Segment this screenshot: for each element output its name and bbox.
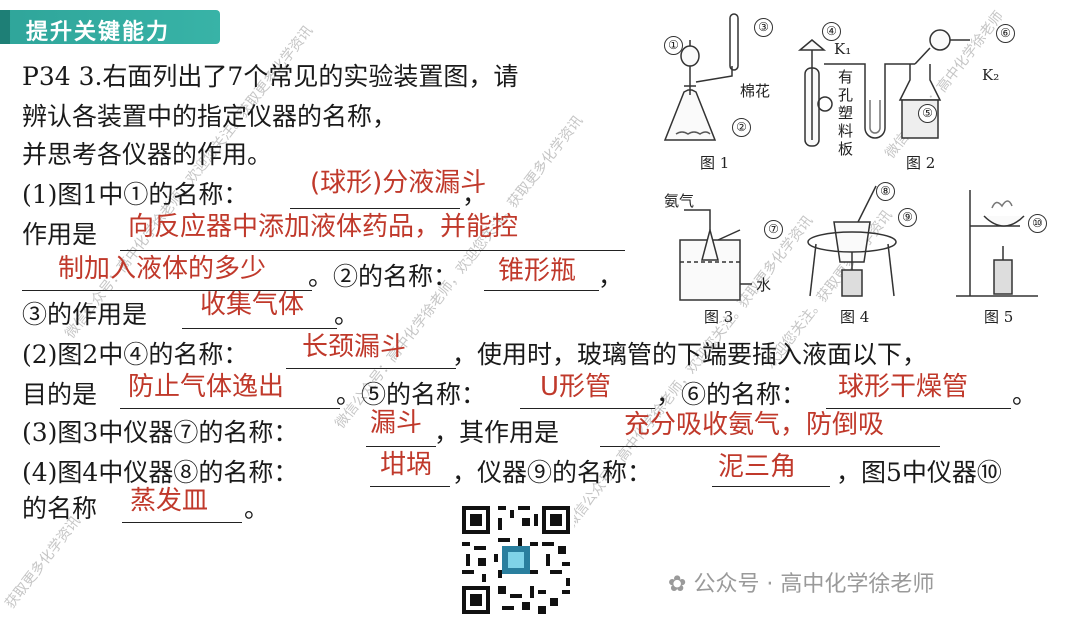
part1-name2-label: 。②的名称：	[308, 262, 459, 291]
part2-label: (2)图2中④的名称：	[22, 340, 249, 369]
answer-blank	[290, 208, 460, 209]
answer-blank	[120, 250, 625, 251]
marker-4: ④	[822, 22, 841, 41]
part3-purpose-label: ，其作用是	[434, 418, 560, 447]
marker-3: ③	[754, 18, 773, 37]
ammonia-label: 氨气	[664, 192, 695, 210]
answer-blank	[520, 408, 655, 409]
answer-2-line1: 向反应器中添加液体药品，并能控	[128, 212, 519, 242]
k2-label: K₂	[982, 66, 1000, 84]
marker-7: ⑦	[764, 220, 783, 239]
fig2-caption: 图 2	[906, 154, 936, 172]
answer-blank	[600, 446, 940, 447]
marker-8: ⑧	[876, 182, 895, 201]
part4-period: 。	[244, 494, 270, 523]
part1-use3-label: ③的作用是	[22, 300, 148, 329]
section-title: 提升关键能力	[26, 20, 171, 45]
answer-11: 坩埚	[380, 450, 433, 480]
answer-10: 充分吸收氨气，防倒吸	[624, 410, 885, 440]
part4-name9-label: ，仪器⑨的名称：	[452, 458, 653, 487]
answer-blank	[366, 446, 436, 447]
answer-12: 泥三角	[718, 452, 797, 482]
fig4-caption: 图 4	[840, 308, 870, 326]
plate-label-1: 有	[838, 68, 854, 86]
marker-9: ⑨	[898, 208, 917, 227]
part1-purpose-label: 作用是	[22, 220, 98, 249]
answer-blank	[22, 290, 312, 291]
part2-period: 。	[1012, 380, 1038, 409]
cotton-label: 棉花	[740, 82, 771, 100]
answer-blank	[122, 522, 242, 523]
answer-3: 锥形瓶	[498, 256, 577, 286]
plate-label-5: 板	[838, 140, 854, 158]
answer-1: (球形)分液漏斗	[310, 168, 487, 198]
section-header: 提升关键能力	[0, 10, 220, 45]
part4-label: (4)图4中仪器⑧的名称：	[22, 458, 299, 487]
qr-code	[458, 502, 574, 618]
part4-name10-label: ，图5中仪器⑩	[836, 458, 1002, 487]
answer-13: 蒸发皿	[130, 486, 209, 516]
answer-8: 球形干燥管	[838, 372, 969, 402]
part1-comma2: ，	[598, 262, 624, 291]
answer-blank	[182, 328, 337, 329]
part2-name6-label: ，⑥的名称：	[656, 380, 807, 409]
part1-period: 。	[334, 300, 360, 329]
answer-blank	[712, 486, 830, 487]
answer-5: 长颈漏斗	[302, 332, 407, 362]
part2-usage: ，使用时，玻璃管的下端要插入液面以下，	[452, 340, 928, 369]
fig5-apparatus	[956, 190, 1038, 297]
plate-label-2: 孔	[838, 86, 854, 104]
marker-5: ⑤	[918, 104, 937, 123]
part2-name5-label: 。⑤的名称：	[336, 380, 487, 409]
answer-blank	[826, 408, 1011, 409]
question-line-2: 辨认各装置中的指定仪器的名称，	[22, 102, 398, 131]
fig2-apparatus	[797, 29, 970, 147]
answer-6: 防止气体逸出	[128, 372, 285, 402]
fig4-apparatus	[807, 185, 897, 297]
fig5-caption: 图 5	[984, 308, 1014, 326]
footer-account: ✿ 公众号 · 高中化学徐老师	[668, 566, 934, 598]
fig3-apparatus	[679, 209, 752, 301]
part2-purpose-label: 目的是	[22, 380, 98, 409]
answer-9: 漏斗	[370, 408, 423, 438]
water-label: 水	[756, 276, 772, 294]
watermark: 获取更多化学资讯	[2, 513, 84, 612]
fig3-caption: 图 3	[704, 308, 734, 326]
answer-blank	[370, 486, 450, 487]
answer-7: U形管	[540, 372, 612, 402]
k1-label: K₁	[834, 40, 852, 58]
answer-2-line2: 制加入液体的多少	[58, 254, 267, 284]
wechat-icon: ✿	[668, 572, 694, 597]
question-line-1: P34 3.右面列出了7个常见的实验装置图，请	[22, 62, 519, 91]
part3-label: (3)图3中仪器⑦的名称：	[22, 418, 299, 447]
answer-blank	[120, 408, 340, 409]
fig1-apparatus	[663, 13, 739, 141]
footer-text: 公众号 · 高中化学徐老师	[693, 572, 935, 597]
marker-2: ②	[732, 118, 751, 137]
plate-label-3: 塑	[838, 104, 854, 122]
header-accent	[0, 10, 10, 44]
marker-10: ⑩	[1028, 214, 1047, 233]
answer-4: 收集气体	[200, 290, 305, 320]
answer-blank	[286, 368, 456, 369]
marker-1: ①	[664, 36, 683, 55]
part1-label: (1)图1中①的名称：	[22, 180, 249, 209]
fig1-caption: 图 1	[700, 154, 730, 172]
part1-comma: ，	[462, 180, 488, 209]
plate-label-4: 料	[838, 122, 854, 140]
question-line-3: 并思考各仪器的作用。	[22, 140, 273, 169]
answer-blank	[484, 290, 599, 291]
part4-name10-label2: 的名称	[22, 494, 98, 523]
marker-6: ⑥	[996, 24, 1015, 43]
